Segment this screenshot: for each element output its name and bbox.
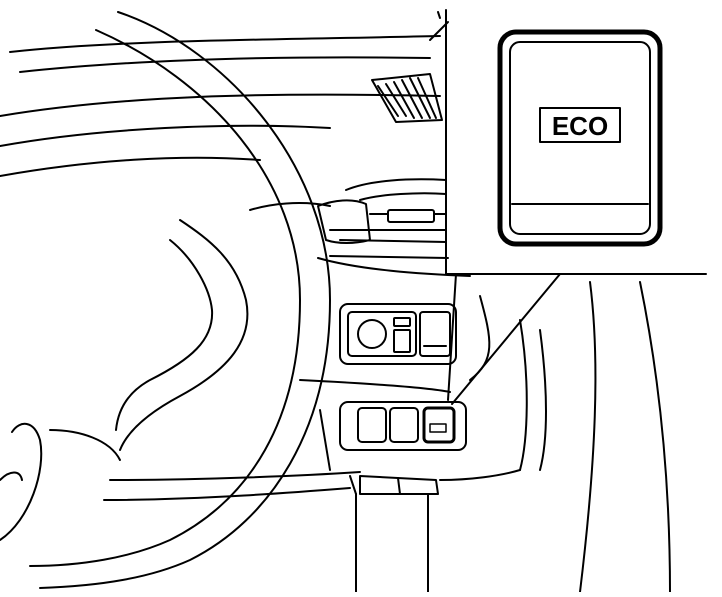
air-vent-upper (371, 73, 443, 123)
dashboard-top-lines (0, 11, 449, 177)
light-control-panel (339, 303, 457, 365)
dashboard-lower-lines (103, 257, 547, 501)
right-dashboard-lines (469, 281, 671, 593)
eco-button-label: ECO (552, 111, 608, 141)
center-vent (329, 178, 449, 259)
lower-switch-panel (339, 401, 467, 451)
steering-wheel (0, 11, 371, 589)
eco-switch-enlarged (497, 29, 663, 247)
callout-frame (445, 9, 707, 405)
lower-console (349, 475, 439, 593)
